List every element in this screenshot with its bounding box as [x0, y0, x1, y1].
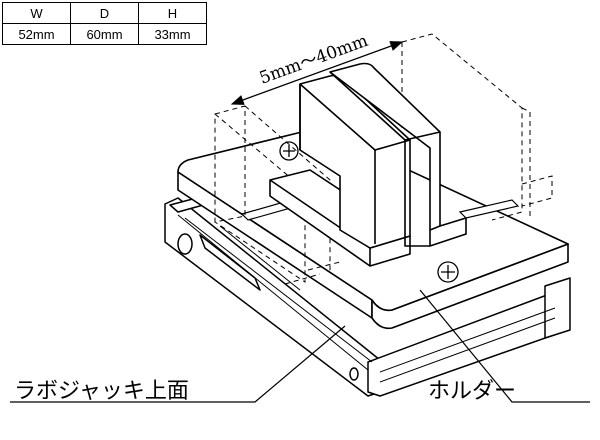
holder-slot-right	[458, 199, 520, 219]
value-h: 33mm	[138, 23, 207, 45]
holder-screws	[279, 141, 459, 283]
lab-jack-rail-lines	[177, 214, 556, 383]
leader-lines	[10, 289, 590, 403]
lab-jack-top-label: ラボジャッキ上面	[14, 379, 189, 404]
dimensions-value-row: 52mm 60mm 33mm	[2, 23, 207, 45]
holder-label: ホルダー	[428, 379, 516, 404]
value-w: 52mm	[2, 23, 71, 45]
dimensions-table: W D H 52mm 60mm 33mm	[2, 2, 207, 45]
